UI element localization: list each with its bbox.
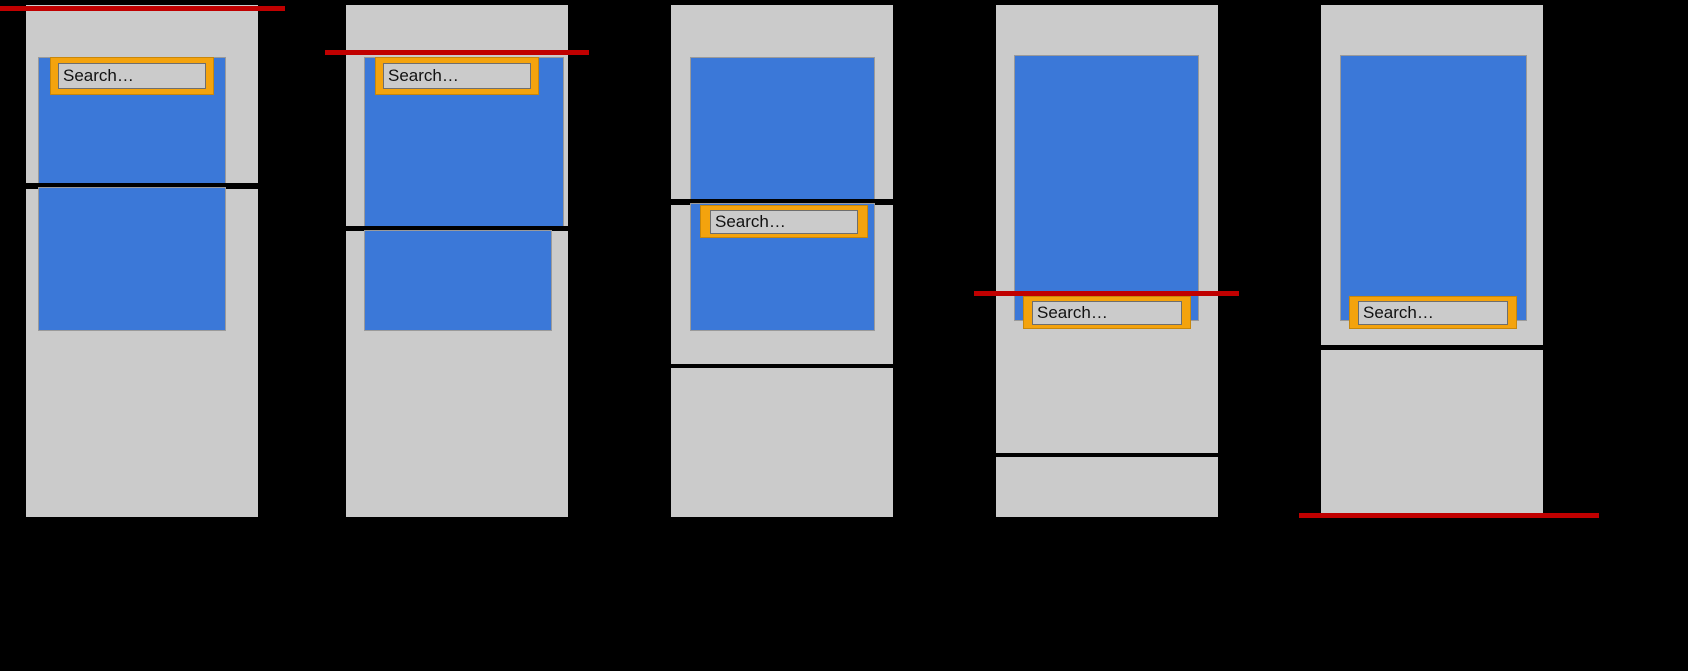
section-divider-secondary (669, 364, 895, 368)
viewport-lower[interactable] (996, 457, 1218, 517)
scroll-indicator-line (1299, 513, 1599, 518)
scroll-indicator-line (0, 6, 285, 11)
search-highlight: Search… (50, 57, 214, 95)
content-block (690, 57, 875, 201)
content-block (1014, 55, 1199, 321)
search-highlight: Search… (700, 205, 868, 238)
viewport-lower[interactable] (1321, 350, 1543, 517)
section-divider (994, 453, 1220, 457)
section-divider (344, 226, 570, 230)
content-block (364, 230, 552, 331)
content-block (1340, 55, 1527, 321)
search-highlight: Search… (375, 57, 539, 95)
search-input[interactable]: Search… (383, 63, 531, 89)
search-input[interactable]: Search… (58, 63, 206, 89)
search-input[interactable]: Search… (1358, 300, 1508, 325)
content-block (38, 187, 226, 331)
section-divider (24, 183, 260, 187)
scroll-indicator-line (974, 291, 1239, 296)
search-input[interactable]: Search… (1032, 300, 1182, 325)
section-divider (1319, 345, 1545, 349)
search-highlight: Search… (1023, 296, 1191, 329)
search-input[interactable]: Search… (710, 209, 858, 234)
search-highlight: Search… (1349, 296, 1517, 329)
section-divider (669, 199, 895, 203)
scroll-indicator-line (325, 50, 589, 55)
